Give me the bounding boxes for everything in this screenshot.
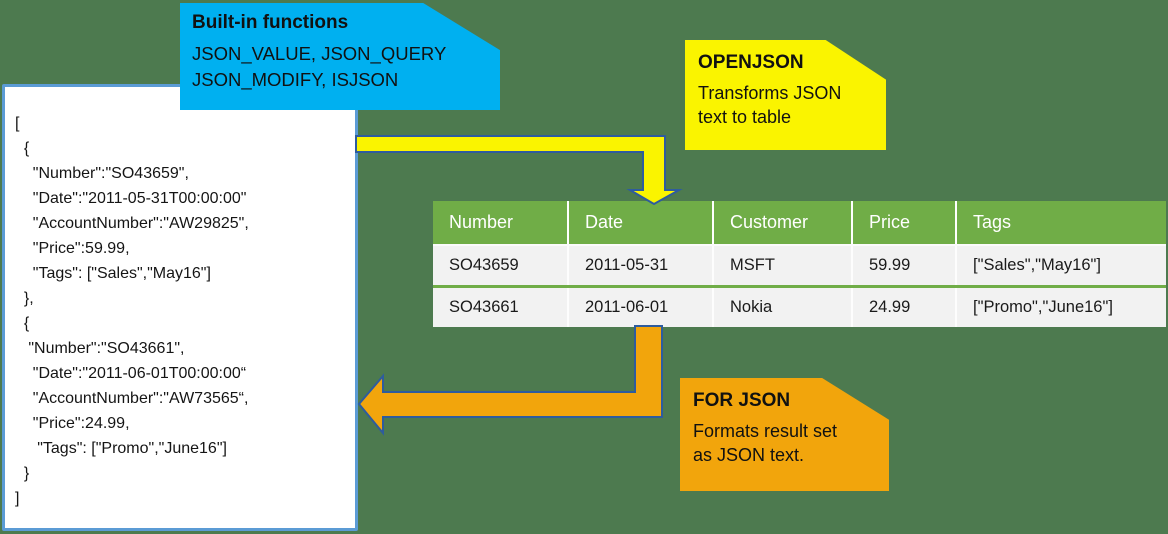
json-document-box: [ { "Number":"SO43659", "Date":"2011-05-… <box>2 84 358 531</box>
openjson-flow-arrow <box>355 135 683 206</box>
openjson-title: OPENJSON <box>698 52 804 73</box>
table-header-row: Number Date Customer Price Tags <box>433 201 1166 246</box>
table-cell: 2011-06-01 <box>567 288 712 327</box>
table-cell: ["Sales","May16"] <box>955 246 1166 285</box>
forjson-description: Formats result set as JSON text. <box>693 421 838 465</box>
forjson-flow-arrow <box>357 325 663 436</box>
column-header-date: Date <box>567 201 712 244</box>
table-cell: MSFT <box>712 246 851 285</box>
column-header-price: Price <box>851 201 955 244</box>
openjson-callout: OPENJSON Transforms JSON text to table <box>685 40 886 150</box>
table-cell: SO43661 <box>449 298 519 316</box>
column-header-tags: Tags <box>955 201 1166 244</box>
table-row: SO43659 2011-05-31 MSFT 59.99 ["Sales","… <box>433 246 1166 285</box>
table-cell: 24.99 <box>851 288 955 327</box>
table-cell: SO43659 <box>449 256 519 274</box>
table-cell: Nokia <box>712 288 851 327</box>
forjson-callout: FOR JSON Formats result set as JSON text… <box>680 378 889 491</box>
table-cell: ["Promo","June16"] <box>955 288 1166 327</box>
forjson-title: FOR JSON <box>693 390 791 411</box>
table-cell: 2011-05-31 <box>567 246 712 285</box>
openjson-description: Transforms JSON text to table <box>698 83 842 127</box>
result-table: Number Date Customer Price Tags SO43659 … <box>433 201 1166 327</box>
builtin-functions-title: Built-in functions <box>192 12 349 33</box>
column-header-number: Number <box>449 212 514 232</box>
builtin-functions-list: JSON_VALUE, JSON_QUERY JSON_MODIFY, ISJS… <box>192 43 447 90</box>
table-row: SO43661 2011-06-01 Nokia 24.99 ["Promo",… <box>433 285 1166 327</box>
column-header-customer: Customer <box>712 201 851 244</box>
json-document-text: [ { "Number":"SO43659", "Date":"2011-05-… <box>15 115 249 507</box>
table-cell: 59.99 <box>851 246 955 285</box>
builtin-functions-callout: Built-in functions JSON_VALUE, JSON_QUER… <box>180 3 500 110</box>
